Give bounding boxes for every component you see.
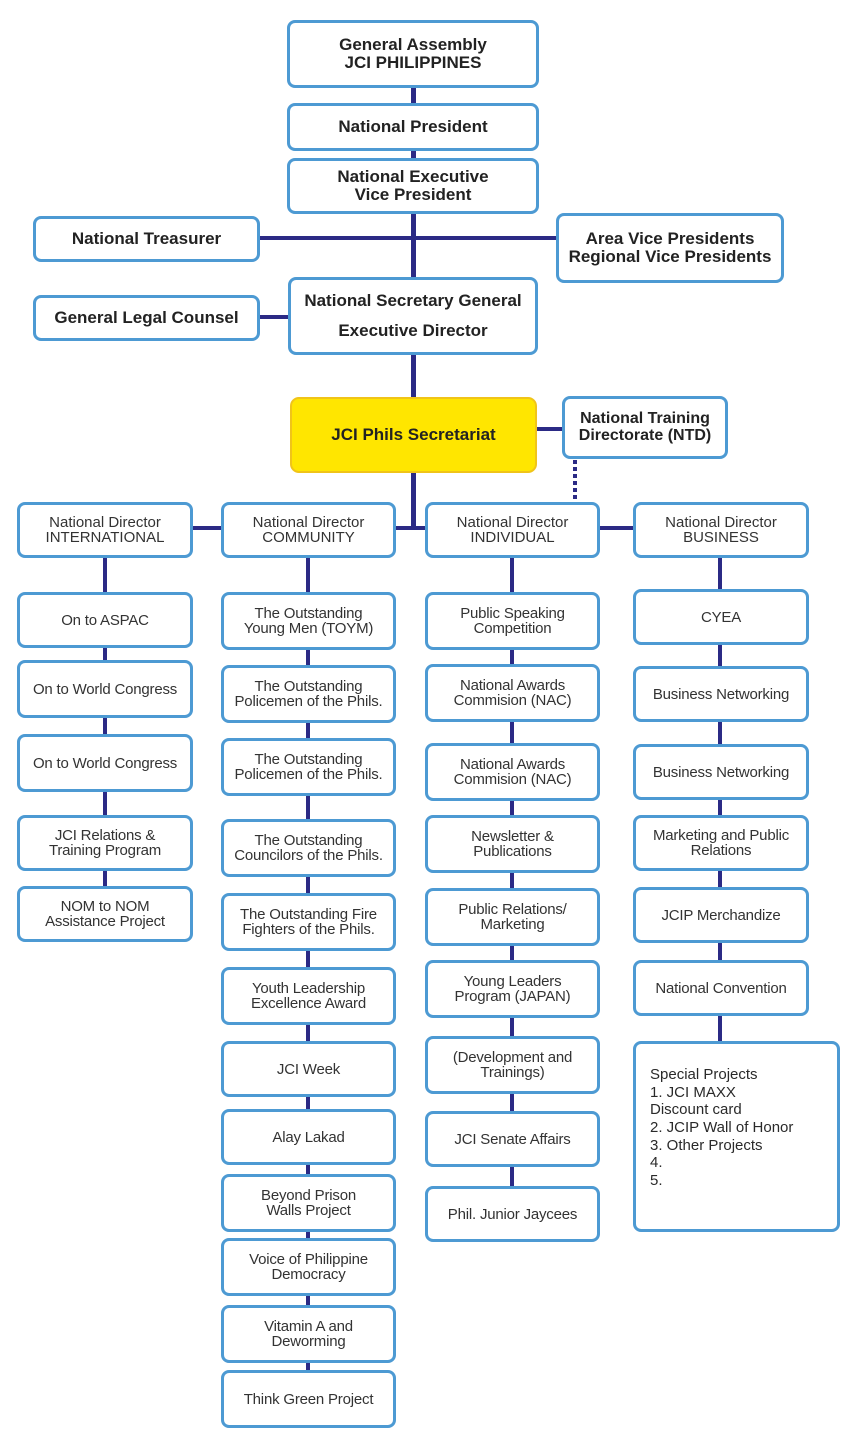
- program-box[interactable]: Newsletter & Publications: [425, 815, 600, 873]
- director-box-business[interactable]: National Director BUSINESS: [633, 502, 809, 558]
- connector-line: [192, 526, 224, 530]
- connector-line: [411, 150, 416, 160]
- program-box[interactable]: Phil. Junior Jaycees: [425, 1186, 600, 1242]
- connector-line: [411, 86, 416, 104]
- program-box[interactable]: The Outstanding Fire Fighters of the Phi…: [221, 893, 396, 951]
- program-box[interactable]: Voice of Philippine Democracy: [221, 1238, 396, 1296]
- program-box[interactable]: On to World Congress: [17, 734, 193, 792]
- program-box[interactable]: CYEA: [633, 589, 809, 645]
- program-box[interactable]: Marketing and Public Relations: [633, 815, 809, 871]
- secretariat-box[interactable]: JCI Phils Secretariat: [290, 397, 537, 473]
- executive-vp-box[interactable]: National Executive Vice President: [287, 158, 539, 214]
- program-box[interactable]: The Outstanding Councilors of the Phils.: [221, 819, 396, 877]
- secretary-general-box[interactable]: National Secretary General Executive Dir…: [288, 277, 538, 355]
- program-box[interactable]: NOM to NOM Assistance Project: [17, 886, 193, 942]
- column-trunk-community: [306, 556, 310, 1376]
- program-box[interactable]: Beyond Prison Walls Project: [221, 1174, 396, 1232]
- program-box[interactable]: The Outstanding Policemen of the Phils.: [221, 665, 396, 723]
- director-box-international[interactable]: National Director INTERNATIONAL: [17, 502, 193, 558]
- program-box[interactable]: (Development and Trainings): [425, 1036, 600, 1094]
- program-box[interactable]: Young Leaders Program (JAPAN): [425, 960, 600, 1018]
- program-box[interactable]: Business Networking: [633, 666, 809, 722]
- column-trunk-business: [718, 556, 722, 1046]
- dotted-connector: [573, 467, 577, 471]
- dotted-connector: [573, 495, 577, 499]
- ntd-box[interactable]: National Training Directorate (NTD): [562, 396, 728, 459]
- connector-line: [394, 526, 428, 530]
- program-box[interactable]: JCI Week: [221, 1041, 396, 1097]
- program-box[interactable]: Alay Lakad: [221, 1109, 396, 1165]
- program-box[interactable]: Youth Leadership Excellence Award: [221, 967, 396, 1025]
- dotted-connector: [573, 474, 577, 478]
- general-assembly-box[interactable]: General Assembly JCI PHILIPPINES: [287, 20, 539, 88]
- column-trunk-international: [103, 556, 107, 891]
- director-box-community[interactable]: National Director COMMUNITY: [221, 502, 396, 558]
- special-projects-box[interactable]: Special Projects 1. JCI MAXX Discount ca…: [633, 1041, 840, 1232]
- program-box[interactable]: JCIP Merchandize: [633, 887, 809, 943]
- program-box[interactable]: Public Speaking Competition: [425, 592, 600, 650]
- connector-line: [258, 236, 558, 240]
- connector-line: [411, 212, 416, 278]
- program-box[interactable]: On to ASPAC: [17, 592, 193, 648]
- program-box[interactable]: National Awards Commision (NAC): [425, 664, 600, 722]
- treasurer-box[interactable]: National Treasurer: [33, 216, 260, 262]
- program-box[interactable]: Think Green Project: [221, 1370, 396, 1428]
- connector-line: [258, 315, 290, 319]
- area-vps-box[interactable]: Area Vice Presidents Regional Vice Presi…: [556, 213, 784, 283]
- column-trunk-individual: [510, 556, 514, 1196]
- connector-line: [536, 427, 564, 431]
- program-box[interactable]: JCI Relations & Training Program: [17, 815, 193, 871]
- director-box-individual[interactable]: National Director INDIVIDUAL: [425, 502, 600, 558]
- program-box[interactable]: Business Networking: [633, 744, 809, 800]
- program-box[interactable]: National Awards Commision (NAC): [425, 743, 600, 801]
- legal-counsel-box[interactable]: General Legal Counsel: [33, 295, 260, 341]
- program-box[interactable]: National Convention: [633, 960, 809, 1016]
- program-box[interactable]: On to World Congress: [17, 660, 193, 718]
- program-box[interactable]: JCI Senate Affairs: [425, 1111, 600, 1167]
- national-president-box[interactable]: National President: [287, 103, 539, 151]
- dotted-connector: [573, 460, 577, 464]
- dotted-connector: [573, 481, 577, 485]
- program-box[interactable]: Vitamin A and Deworming: [221, 1305, 396, 1363]
- dotted-connector: [573, 488, 577, 492]
- program-box[interactable]: The Outstanding Young Men (TOYM): [221, 592, 396, 650]
- connector-line: [411, 353, 416, 398]
- program-box[interactable]: The Outstanding Policemen of the Phils.: [221, 738, 396, 796]
- connector-line: [598, 526, 636, 530]
- connector-line: [411, 472, 416, 530]
- program-box[interactable]: Public Relations/ Marketing: [425, 888, 600, 946]
